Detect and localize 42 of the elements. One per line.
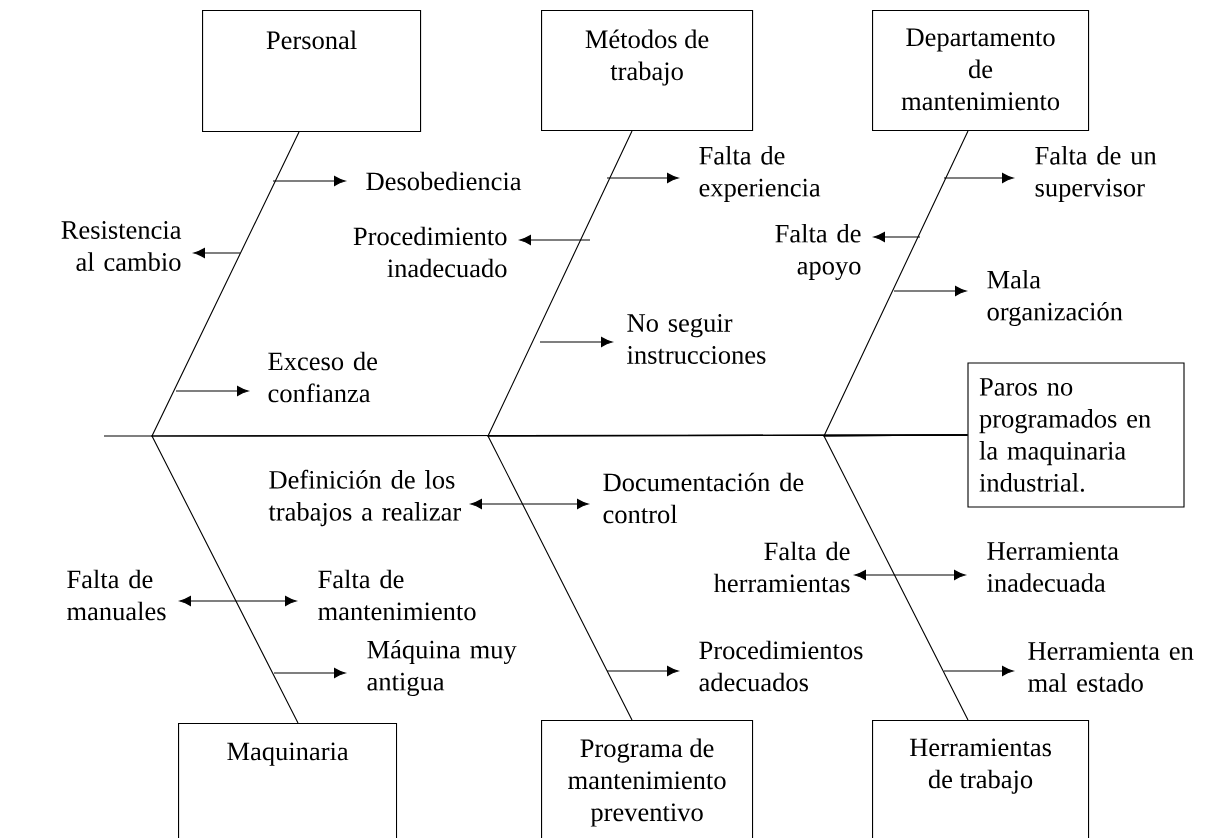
arrow <box>175 385 249 397</box>
category-box: Personal <box>202 10 422 133</box>
effect-box: Paros no programados en la maquinaria industrial. <box>967 362 1185 508</box>
cause-label: Resistencia al cambio <box>61 221 182 271</box>
arrow <box>873 231 921 243</box>
category-box: Departamento de mantenimiento <box>872 10 1090 132</box>
arrow <box>893 285 967 297</box>
cause-label: Herramienta inadecuada <box>987 542 1119 592</box>
double-arrow <box>854 569 966 581</box>
arrow <box>943 665 1014 677</box>
double-arrow <box>470 498 589 510</box>
bone-line <box>823 434 969 721</box>
cause-label: Documentación de control <box>603 472 804 524</box>
arrow <box>273 667 346 678</box>
cause-label: Exceso de confianza <box>268 351 377 403</box>
category-box: Maquinaria <box>178 723 398 838</box>
arrow <box>272 175 346 187</box>
arrow <box>539 336 613 348</box>
bone-line <box>823 130 969 437</box>
cause-label: Falta de apoyo <box>775 223 861 281</box>
cause-label: Herramienta en mal estado <box>1028 642 1194 692</box>
category-box: Herramientas de trabajo <box>872 720 1090 838</box>
cause-label: Mala organización <box>987 269 1123 327</box>
category-box: Métodos de trabajo <box>541 10 754 132</box>
cause-label: Falta de herramientas <box>713 541 850 593</box>
arrow <box>519 234 591 246</box>
arrow <box>943 172 1014 184</box>
cause-label: Falta de manuales <box>67 569 166 621</box>
cause-label: Falta de un supervisor <box>1035 146 1157 202</box>
double-arrow <box>179 595 297 607</box>
cause-label: Falta de experiencia <box>699 146 821 202</box>
cause-label: Procedimientos adecuados <box>699 640 863 692</box>
category-box: Programa de mantenimiento preventivo <box>541 720 754 838</box>
cause-label: Máquina muy antigua <box>367 639 517 697</box>
cause-label: Falta de mantenimiento <box>318 569 476 621</box>
cause-label: Procedimiento inadecuado <box>353 226 507 278</box>
cause-label: No seguir instrucciones <box>627 314 766 364</box>
arrow <box>606 172 679 184</box>
arrow <box>193 247 241 259</box>
cause-label: Definición de los trabajos a realizar <box>268 469 461 527</box>
arrow <box>606 665 679 677</box>
cause-label: Desobediencia <box>366 171 522 191</box>
